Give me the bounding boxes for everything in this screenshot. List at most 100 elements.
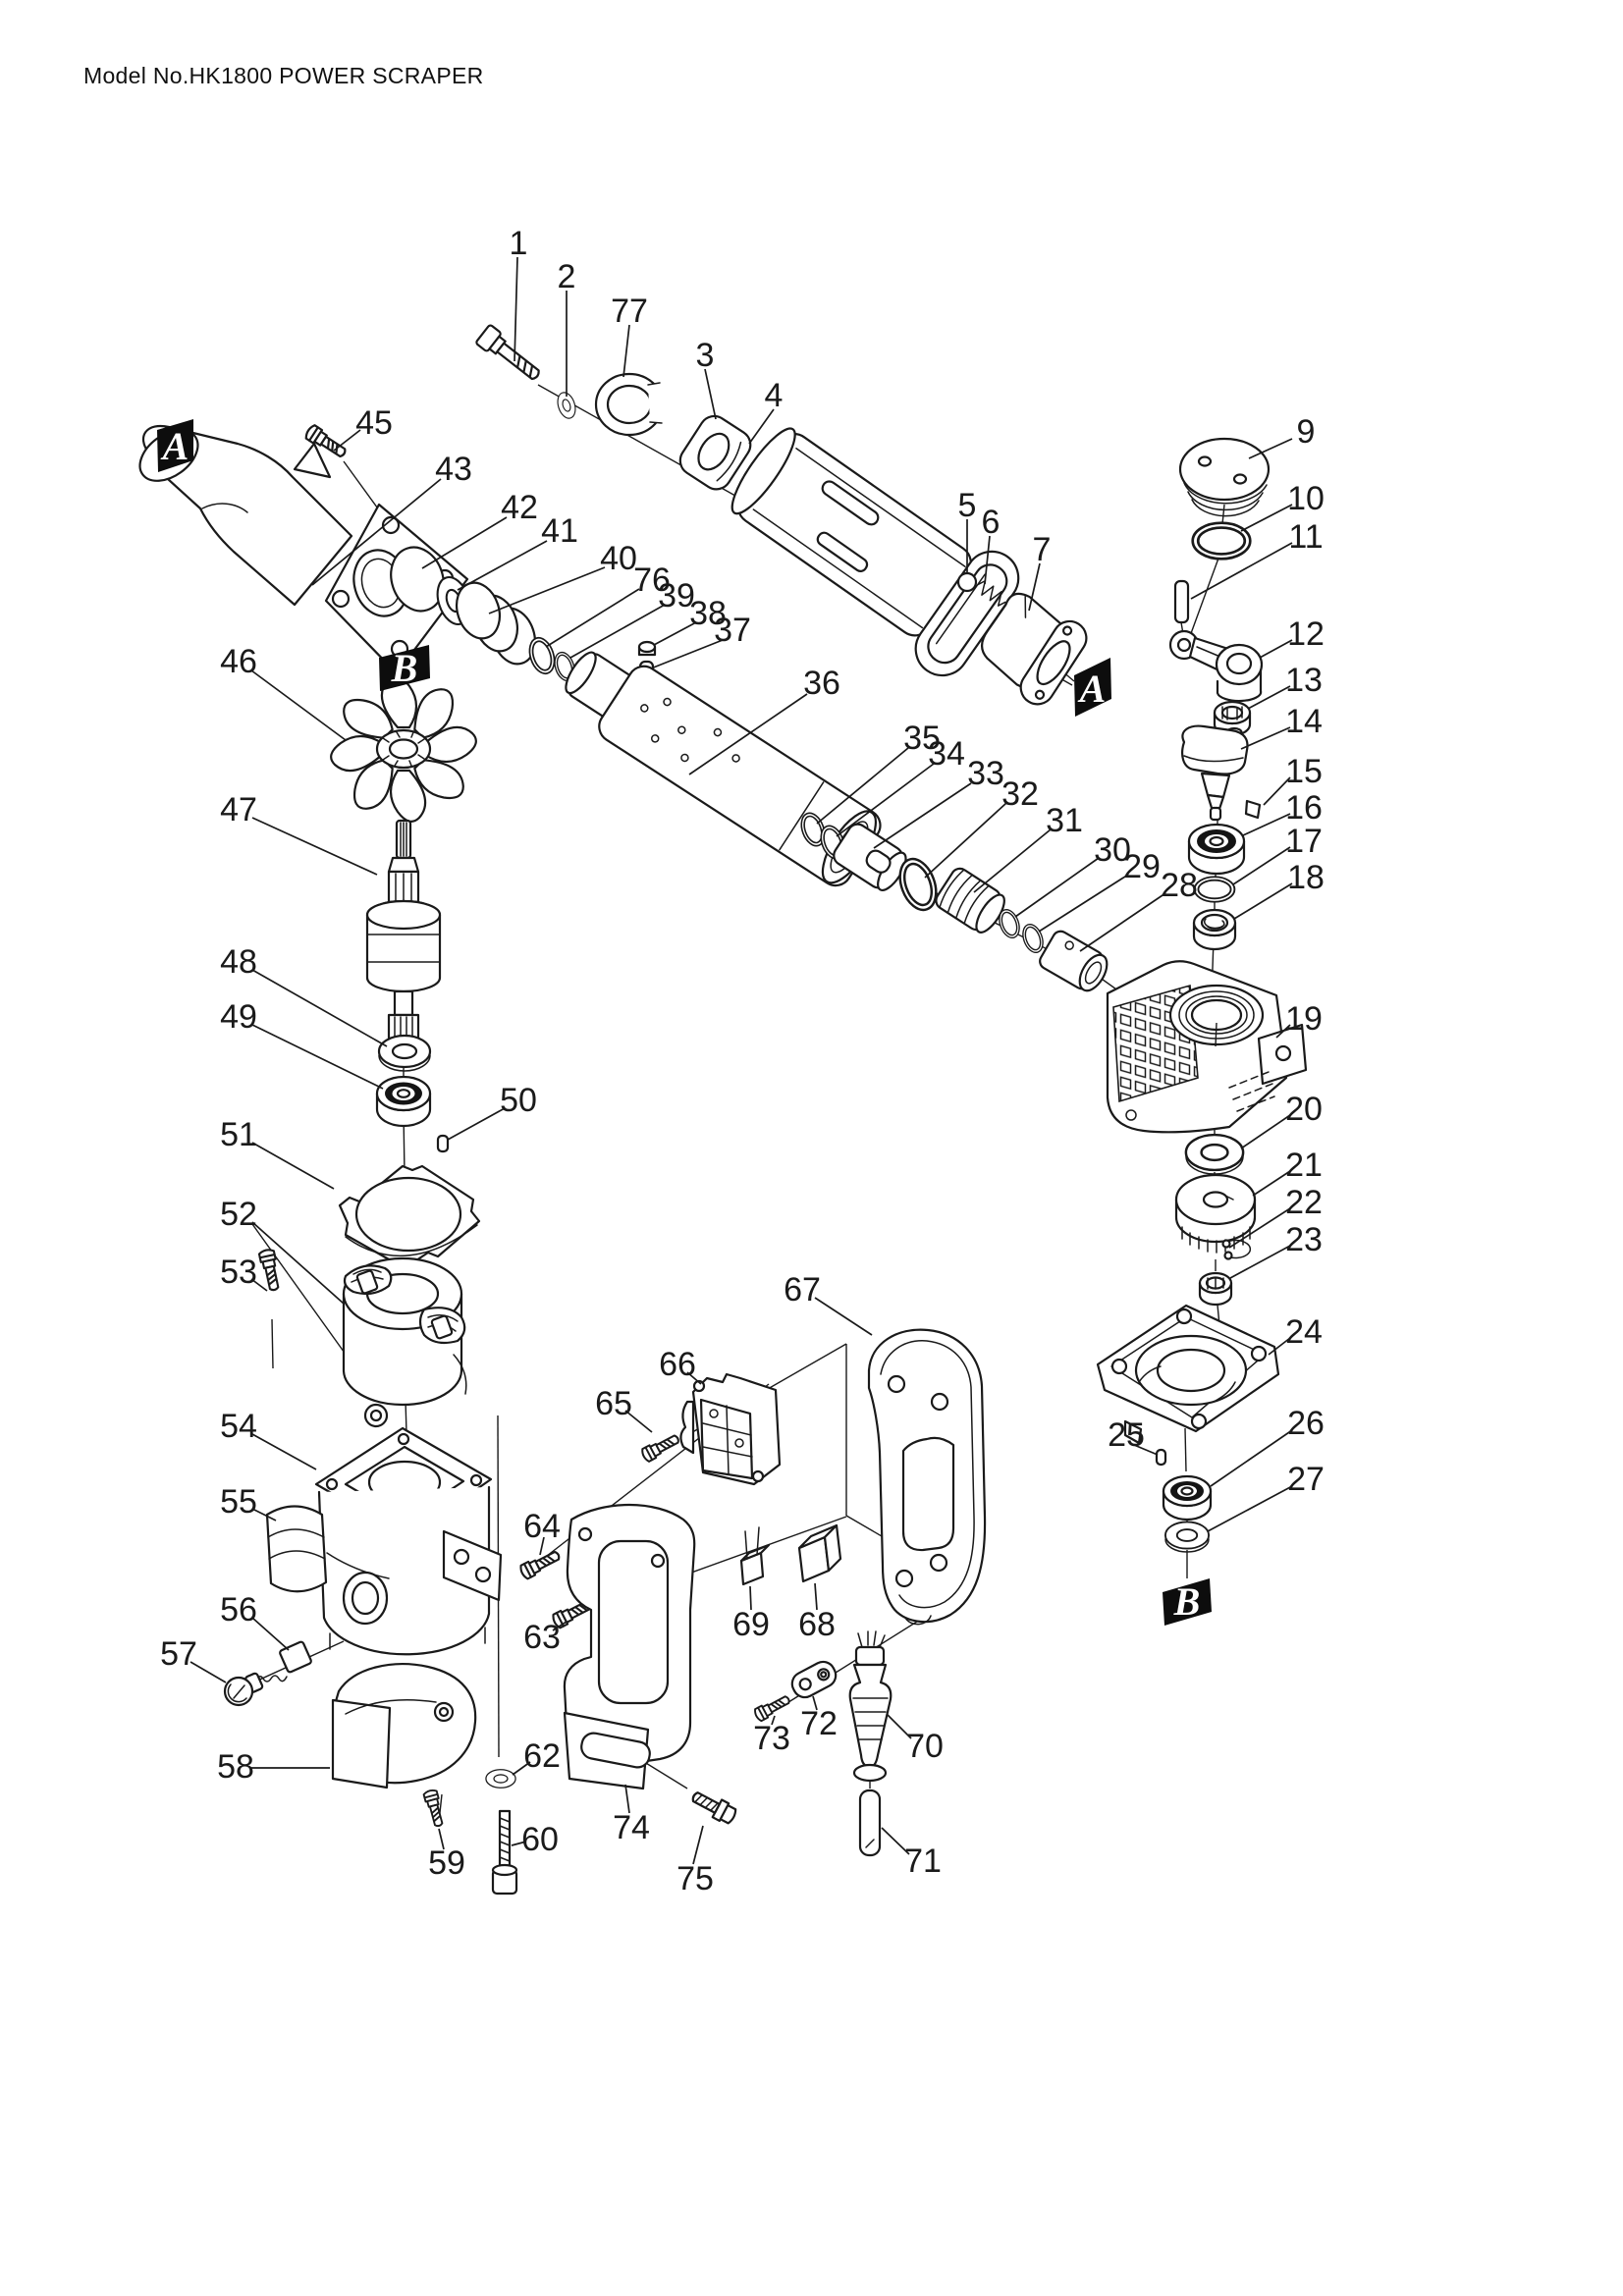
part-callout-76: 76 xyxy=(633,561,671,599)
part-drawing-53-screw xyxy=(257,1247,284,1293)
part-drawing-52-field xyxy=(342,1256,467,1428)
leader-line-24 xyxy=(1268,1337,1291,1356)
leader-line-13 xyxy=(1247,685,1291,710)
part-callout-33: 33 xyxy=(967,755,1004,792)
leader-line-52 xyxy=(251,1221,345,1305)
part-drawing-70-cord-guard xyxy=(848,1630,893,1783)
leader-line-26 xyxy=(1210,1429,1293,1487)
part-callout-37: 37 xyxy=(714,612,751,649)
leader-line-34 xyxy=(836,763,935,837)
leader-line-45 xyxy=(333,429,361,452)
part-drawing-62-washer xyxy=(485,1769,516,1789)
leader-line-19 xyxy=(1275,1024,1291,1039)
part-callout-40: 40 xyxy=(600,540,637,577)
leader-line-6 xyxy=(984,535,991,585)
leader-line-9 xyxy=(1248,438,1293,459)
part-callout-51: 51 xyxy=(220,1116,257,1153)
leader-line-32 xyxy=(924,802,1007,879)
part-callout-59: 59 xyxy=(428,1844,465,1882)
leader-line-68 xyxy=(814,1582,818,1611)
leader-line-54 xyxy=(251,1433,317,1470)
part-drawing-58-rear-cover xyxy=(331,1663,477,1789)
leader-line-71 xyxy=(881,1827,910,1855)
part-callout-49: 49 xyxy=(220,998,257,1036)
part-drawing-16-ball-bearing xyxy=(1187,823,1246,876)
section-marker-a-right: A xyxy=(1074,658,1111,717)
part-callout-53: 53 xyxy=(220,1254,257,1291)
part-callout-36: 36 xyxy=(803,665,840,702)
leader-line-50 xyxy=(447,1107,506,1141)
part-callout-35: 35 xyxy=(903,720,941,757)
part-callout-13: 13 xyxy=(1285,662,1323,699)
section-marker-a-left: A xyxy=(157,419,193,472)
part-drawing-24-crank-cover xyxy=(1096,1304,1280,1445)
leader-line-10 xyxy=(1240,504,1293,532)
part-callout-68: 68 xyxy=(798,1606,836,1643)
part-drawing-7-holder-cap xyxy=(980,592,1088,706)
leader-line-65 xyxy=(624,1410,653,1433)
part-drawing-74-handle xyxy=(563,1503,696,1790)
leader-line-29 xyxy=(1038,874,1129,933)
part-callout-29: 29 xyxy=(1123,848,1161,885)
part-callout-52: 52 xyxy=(220,1196,257,1233)
part-callout-31: 31 xyxy=(1046,802,1083,839)
leader-line-48 xyxy=(251,969,388,1047)
part-callout-21: 21 xyxy=(1285,1147,1323,1184)
part-drawing-15-key xyxy=(1244,799,1262,820)
part-drawing-72-cord-clip xyxy=(790,1660,838,1699)
leader-line-51 xyxy=(251,1142,335,1190)
part-drawing-27-washer xyxy=(1163,1521,1211,1553)
leader-line-74 xyxy=(624,1784,630,1814)
part-drawing-18-seal-ring xyxy=(1192,908,1237,951)
part-drawing-29-ring xyxy=(1018,921,1048,956)
part-callout-39: 39 xyxy=(658,577,695,614)
part-drawing-57-brush-cap xyxy=(223,1676,254,1707)
leader-line-20 xyxy=(1240,1114,1291,1149)
part-drawing-9-crank-cap xyxy=(1178,437,1271,517)
part-callout-57: 57 xyxy=(160,1635,197,1673)
leader-line-16 xyxy=(1242,813,1291,836)
part-callout-42: 42 xyxy=(501,489,538,526)
axis-line-bore xyxy=(1215,1022,1217,1047)
part-callout-20: 20 xyxy=(1285,1091,1323,1128)
part-drawing-1-bolt xyxy=(475,324,540,381)
part-callout-12: 12 xyxy=(1287,615,1325,653)
leader-line-14 xyxy=(1240,726,1291,750)
leader-line-39 xyxy=(569,604,666,659)
section-marker-b-top: B xyxy=(379,645,430,691)
section-marker-label: A xyxy=(160,424,189,468)
part-drawing-14-crank xyxy=(1181,724,1249,822)
leader-line-4 xyxy=(748,408,775,445)
leader-line-11 xyxy=(1190,542,1293,600)
part-callout-17: 17 xyxy=(1285,823,1323,860)
part-callout-19: 19 xyxy=(1285,1000,1323,1038)
part-callout-58: 58 xyxy=(217,1748,254,1786)
leader-line-1 xyxy=(514,256,518,362)
leader-line-3 xyxy=(704,368,717,420)
leader-line-30 xyxy=(1014,857,1100,918)
leader-line-38 xyxy=(653,621,697,646)
part-drawing-5-ball xyxy=(956,571,978,593)
leader-line-60 xyxy=(511,1841,527,1846)
part-drawing-66-switch xyxy=(679,1372,782,1486)
leader-line-63 xyxy=(552,1621,568,1631)
part-drawing-25-pin xyxy=(1155,1448,1167,1467)
part-callout-45: 45 xyxy=(355,404,393,442)
part-drawing-56-brush-holder xyxy=(244,1640,312,1693)
part-drawing-20-washer xyxy=(1184,1133,1245,1175)
leader-line-25 xyxy=(1133,1444,1159,1456)
leader-line-31 xyxy=(973,828,1052,893)
leader-line-55 xyxy=(251,1508,277,1522)
leader-line-28 xyxy=(1079,892,1166,952)
part-drawing-23-needle-bearing xyxy=(1198,1271,1233,1307)
part-callout-71: 71 xyxy=(904,1842,942,1880)
part-drawing-22-retaining-ring xyxy=(1221,1239,1252,1260)
leader-line-42 xyxy=(421,516,508,569)
part-drawing-51-baffle xyxy=(338,1164,481,1270)
part-drawing-10-oring xyxy=(1191,521,1252,561)
leader-line-57 xyxy=(189,1661,227,1683)
part-callout-7: 7 xyxy=(1033,531,1052,568)
part-callout-77: 77 xyxy=(611,293,648,330)
